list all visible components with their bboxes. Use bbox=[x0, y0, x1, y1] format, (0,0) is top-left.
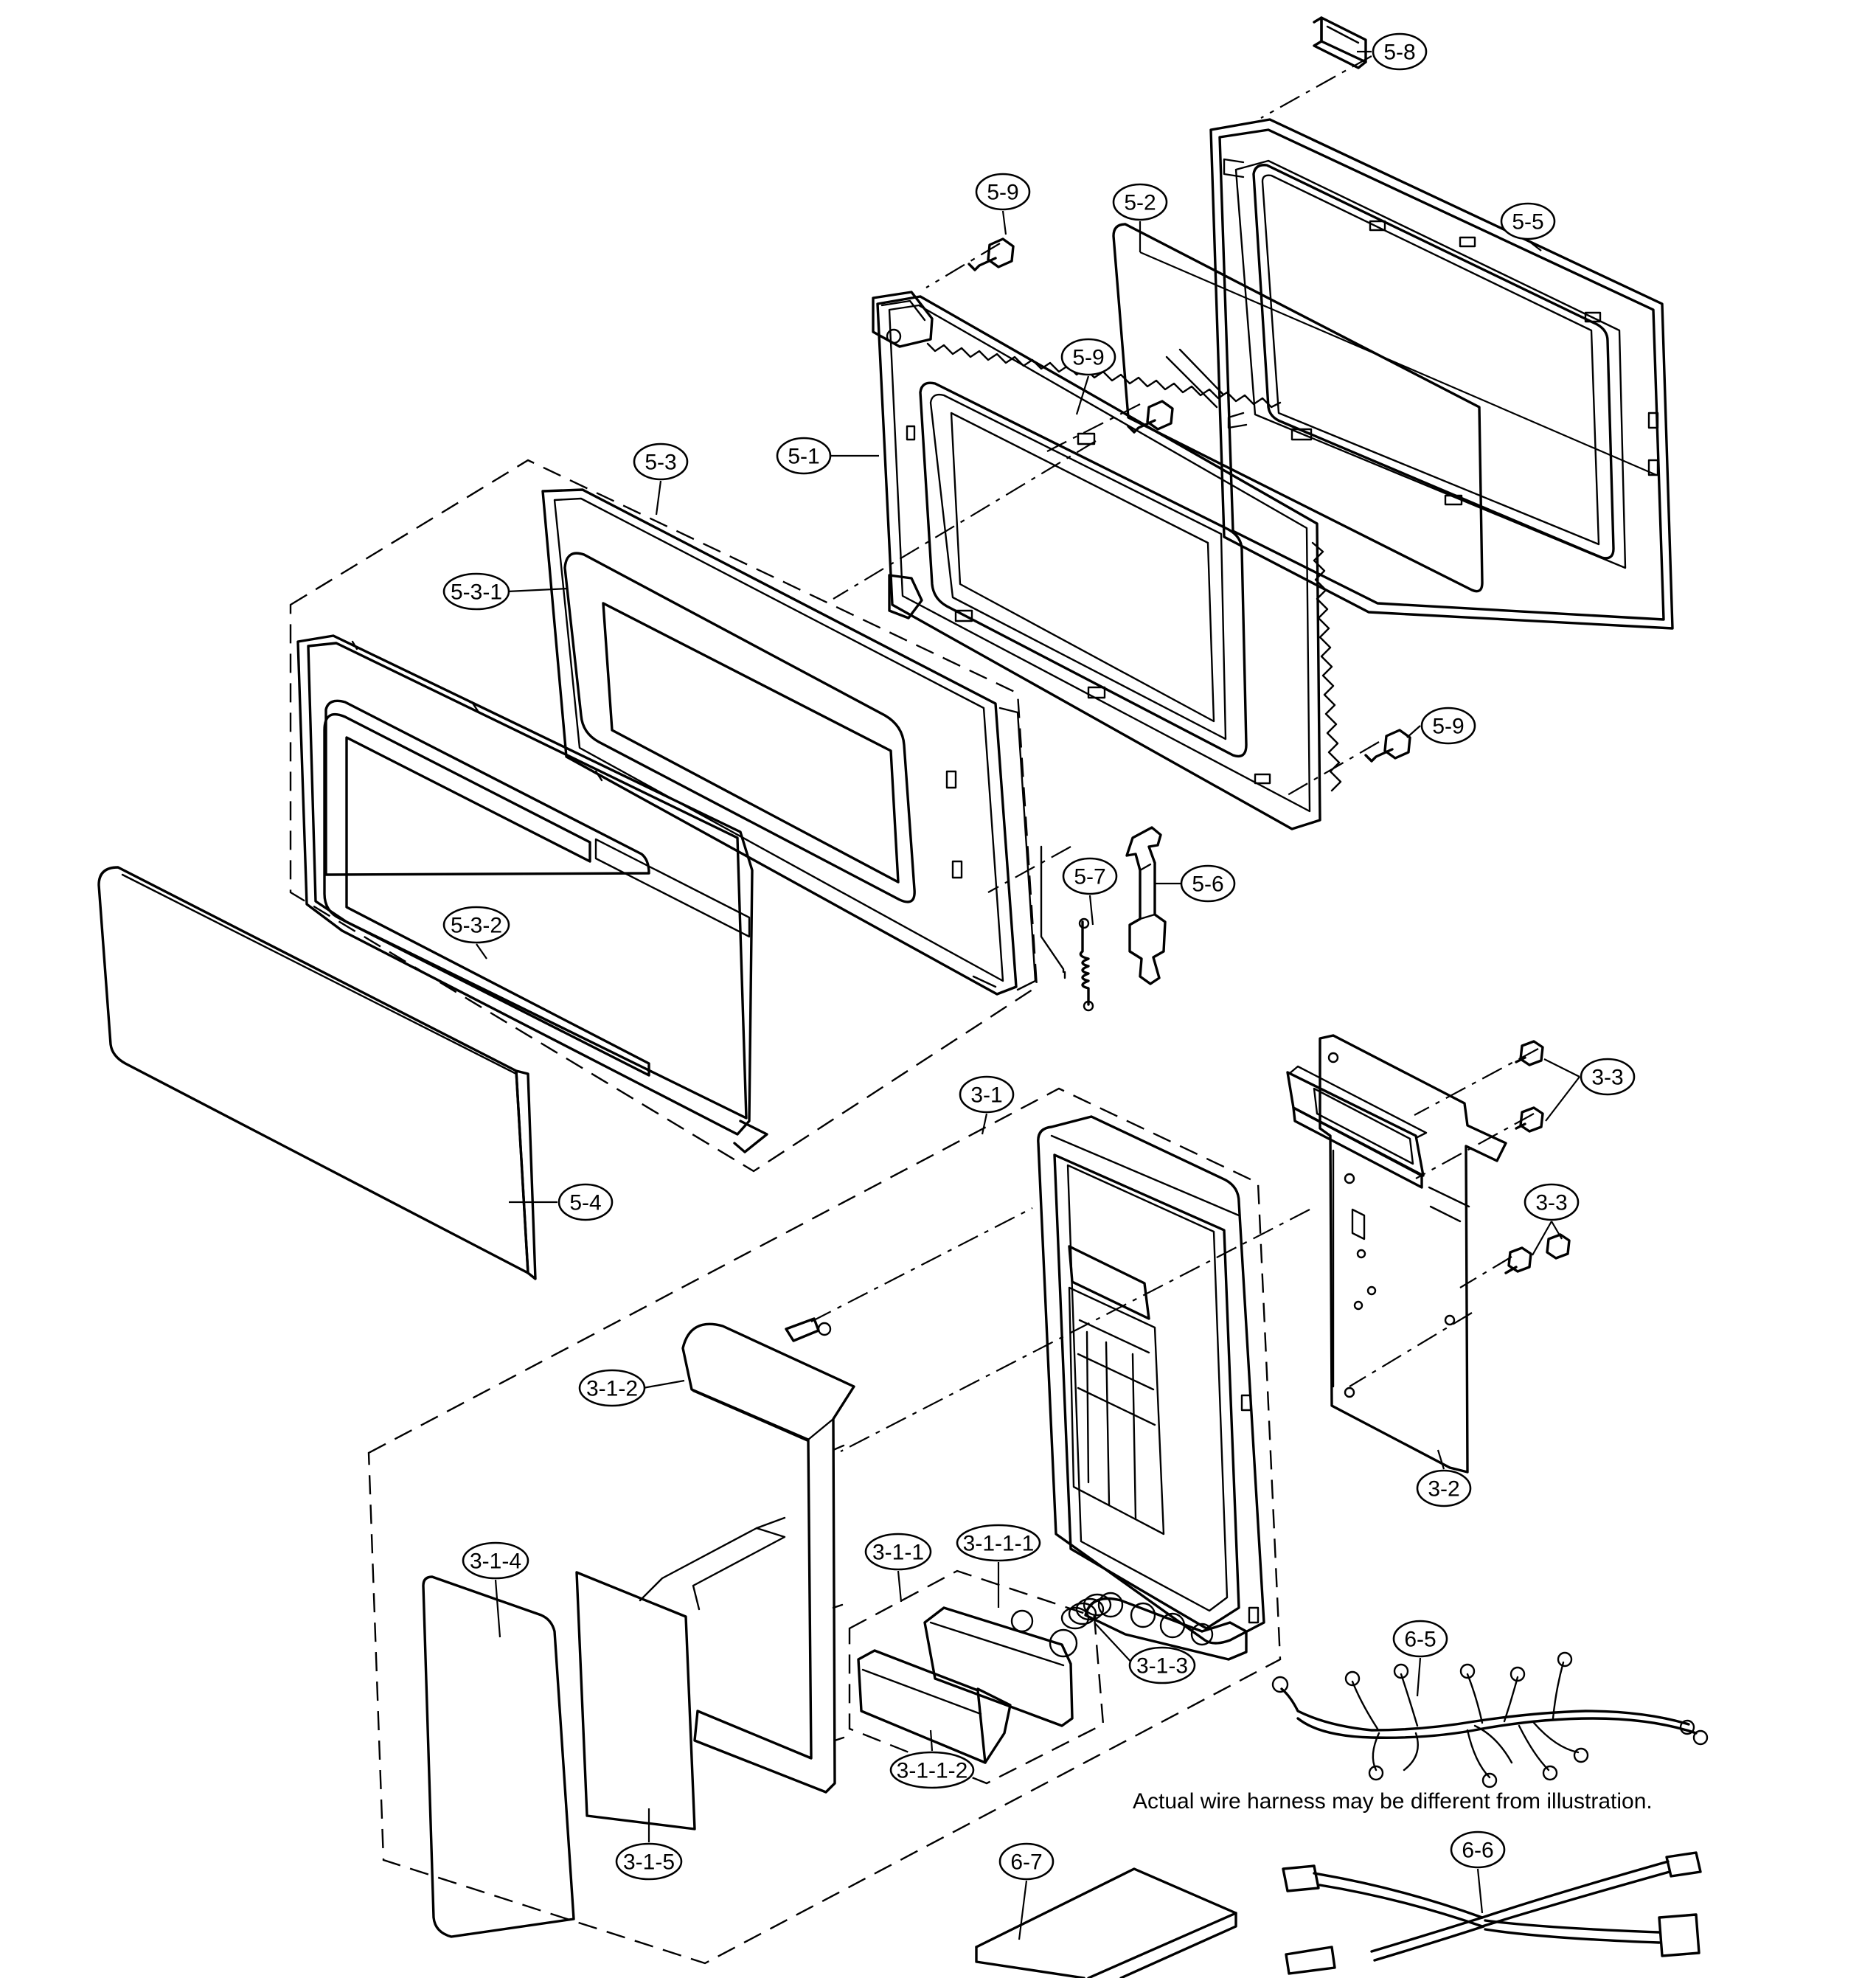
callout-label: 3-1-5 bbox=[623, 1850, 675, 1875]
callout-label: 3-2 bbox=[1428, 1477, 1459, 1502]
part-3-1-1-1-button-block bbox=[923, 1606, 1078, 1727]
part-5-2-glass-sheet bbox=[1112, 223, 1484, 593]
part-6-6-wire-harness bbox=[1282, 1851, 1702, 1975]
part-5-7-spring bbox=[1040, 845, 1094, 1012]
callout-label: 5-9 bbox=[1432, 715, 1464, 739]
part-5-6-latch-hook bbox=[1125, 826, 1167, 985]
part-3-3-screws-lower bbox=[1504, 1233, 1571, 1274]
callout-5-3-2: 5-3-2 bbox=[442, 906, 510, 944]
part-3-1-control-panel bbox=[1037, 1115, 1265, 1661]
callout-3-1-5: 3-1-5 bbox=[615, 1842, 683, 1881]
part-3-2-control-board bbox=[1286, 1034, 1507, 1474]
callout-label: 5-9 bbox=[1072, 346, 1104, 370]
callout-label: 5-3-1 bbox=[451, 580, 502, 605]
callout-5-5: 5-5 bbox=[1500, 202, 1556, 240]
callout-6-6: 6-6 bbox=[1450, 1830, 1506, 1869]
part-3-1-1-2-button-plate bbox=[857, 1649, 1012, 1764]
callout-3-3: 3-3 bbox=[1580, 1058, 1636, 1096]
callout-label: 5-1 bbox=[788, 445, 819, 469]
callout-3-2: 3-2 bbox=[1416, 1469, 1472, 1507]
callout-leaders bbox=[476, 50, 1657, 1940]
part-3-1-3-spring bbox=[1060, 1593, 1112, 1630]
callout-5-8: 5-8 bbox=[1372, 32, 1428, 71]
callout-label: 3-1-1-2 bbox=[897, 1759, 968, 1783]
part-5-4-outer-panel bbox=[97, 866, 537, 1280]
callout-5-2: 5-2 bbox=[1112, 183, 1168, 221]
callout-label: 3-3 bbox=[1535, 1191, 1567, 1215]
callout-label: 5-4 bbox=[569, 1191, 601, 1215]
callout-label: 3-1-2 bbox=[586, 1377, 638, 1401]
alignment-lines bbox=[810, 55, 1539, 1452]
part-3-3-screws-upper bbox=[1515, 1040, 1544, 1133]
callout-label: 5-6 bbox=[1192, 872, 1223, 897]
callout-label: 3-1 bbox=[970, 1083, 1002, 1108]
callout-label: 5-9 bbox=[987, 181, 1018, 205]
part-5-3-2-trim-panel bbox=[296, 634, 768, 1153]
callout-label: 6-5 bbox=[1404, 1628, 1436, 1652]
part-5-5-choke-frame bbox=[1209, 118, 1674, 630]
callout-3-1-1-1: 3-1-1-1 bbox=[956, 1524, 1041, 1562]
harness-disclaimer: Actual wire harness may be different fro… bbox=[1133, 1789, 1653, 1814]
callout-3-1-2: 3-1-2 bbox=[578, 1369, 646, 1407]
callout-label: 6-7 bbox=[1010, 1850, 1042, 1875]
callout-5-9: 5-9 bbox=[975, 173, 1031, 211]
part-3-1-5-sheet bbox=[575, 1516, 786, 1830]
callout-layer: 5-8 5-9 5-2 5-5 5-9 5-1 5-3 5-3-1 5-9 5-7 5-6 5-3-2… bbox=[442, 32, 1636, 1881]
callout-label: 5-3 bbox=[645, 451, 676, 475]
callout-3-3: 3-3 bbox=[1524, 1183, 1580, 1221]
part-6-7-manual bbox=[975, 1867, 1237, 1978]
part-5-9-screw-bottom bbox=[1364, 729, 1411, 763]
callout-label: 5-8 bbox=[1383, 41, 1415, 65]
callout-label: 3-1-3 bbox=[1136, 1654, 1188, 1679]
callout-3-1-3: 3-1-3 bbox=[1128, 1646, 1196, 1684]
assembly-boundary-3-1-1 bbox=[848, 1569, 1105, 1785]
callout-label: 3-1-1 bbox=[872, 1541, 924, 1565]
callout-label: 5-5 bbox=[1512, 210, 1543, 235]
callout-3-1-1-2: 3-1-1-2 bbox=[889, 1751, 975, 1789]
callout-label: 3-3 bbox=[1591, 1066, 1623, 1090]
callout-label: 3-1-4 bbox=[470, 1550, 521, 1574]
part-5-3-1-inner-panel bbox=[541, 488, 1037, 996]
part-3-1-4-panel bbox=[422, 1575, 575, 1938]
assembly-boundary-5-3 bbox=[289, 459, 1038, 1173]
callout-label: 5-3-2 bbox=[451, 914, 502, 938]
callout-label: 5-7 bbox=[1074, 865, 1105, 889]
callout-3-1-4: 3-1-4 bbox=[462, 1541, 529, 1580]
callout-5-6: 5-6 bbox=[1180, 864, 1236, 903]
callout-label: 3-1-1-1 bbox=[963, 1532, 1035, 1556]
assembly-boundary-3-1 bbox=[367, 1087, 1282, 1965]
callout-5-4: 5-4 bbox=[557, 1183, 614, 1221]
callout-5-1: 5-1 bbox=[776, 437, 832, 475]
part-5-8-latch-cap bbox=[1313, 16, 1367, 69]
callout-3-1-1: 3-1-1 bbox=[864, 1533, 932, 1571]
callout-6-5: 6-5 bbox=[1392, 1620, 1448, 1658]
part-6-5-wire-harness bbox=[1271, 1651, 1709, 1788]
callout-5-9: 5-9 bbox=[1060, 338, 1116, 376]
callout-label: 5-2 bbox=[1124, 191, 1156, 215]
part-5-9-screw-top bbox=[967, 237, 1015, 271]
callout-label: 6-6 bbox=[1462, 1839, 1493, 1863]
callout-5-9: 5-9 bbox=[1420, 707, 1476, 745]
part-3-1-2-bracket bbox=[681, 1317, 855, 1794]
callout-6-7: 6-7 bbox=[998, 1842, 1055, 1881]
callout-5-3-1: 5-3-1 bbox=[442, 572, 510, 611]
callout-3-1: 3-1 bbox=[959, 1075, 1015, 1114]
callout-5-3: 5-3 bbox=[633, 443, 689, 481]
callout-5-7: 5-7 bbox=[1062, 857, 1118, 895]
